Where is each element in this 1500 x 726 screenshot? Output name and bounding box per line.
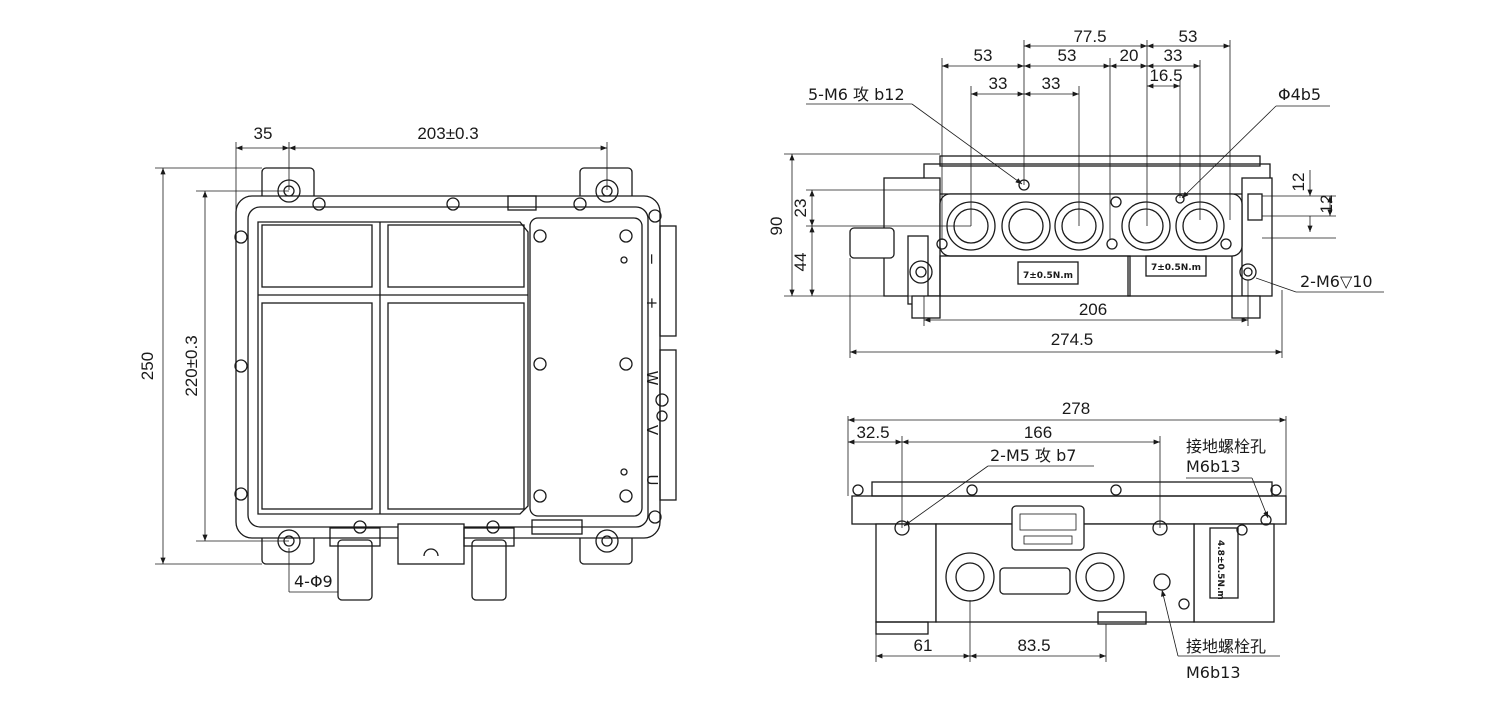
cover-panel-2 xyxy=(387,224,525,288)
cover-screws xyxy=(234,197,669,534)
center-bracket xyxy=(999,567,1071,595)
hose-clamp-right xyxy=(463,527,515,547)
callout-phi4: Φ4b5 xyxy=(1278,85,1321,104)
dim-61: 61 xyxy=(914,636,933,655)
cover-panel-3 xyxy=(261,302,373,510)
dim-166: 166 xyxy=(1024,423,1052,442)
top-view: − + W V U 35 203±0.3 250 220±0.3 4-Φ9 xyxy=(138,124,677,601)
dim-83-5: 83.5 xyxy=(1017,636,1050,655)
connector-latch xyxy=(423,548,439,557)
terminal-label-v: V xyxy=(643,425,661,436)
cover-panel-4 xyxy=(387,302,525,510)
cover-plate xyxy=(257,221,529,515)
end-foot-r xyxy=(1097,611,1147,625)
dim-278: 278 xyxy=(1062,399,1090,418)
bottom-tab xyxy=(531,519,583,535)
dim-203: 203±0.3 xyxy=(417,124,478,143)
torque-label-a: 7±0.5N.m xyxy=(1023,271,1073,281)
side-coolant-pipe xyxy=(849,227,895,259)
ground-label-bottom: 接地螺栓孔 xyxy=(1186,637,1266,656)
terminal-label-w: W xyxy=(643,371,661,386)
side-top-band xyxy=(923,163,1271,195)
dim-250: 250 xyxy=(138,352,157,380)
bottom-connector xyxy=(397,523,465,565)
cover-panel-1 xyxy=(261,224,373,288)
dim-33-c: 33 xyxy=(1164,46,1183,65)
side-foot-r xyxy=(1231,295,1261,319)
hole-callout: 4-Φ9 xyxy=(294,572,333,591)
terminal-label-pos: + xyxy=(643,297,661,310)
dim-220: 220±0.3 xyxy=(182,335,201,396)
dim-33-a: 33 xyxy=(989,74,1008,93)
torque-label-c: 4.8±0.5N.m xyxy=(1215,540,1225,600)
side-lower-panel xyxy=(939,255,1131,297)
torque-box-b xyxy=(1145,255,1207,277)
connector-pins xyxy=(1019,513,1077,545)
dim-23: 23 xyxy=(791,199,810,218)
side-lid xyxy=(939,155,1261,167)
ground-spec-top: M6b13 xyxy=(1186,457,1241,476)
side-block-1 xyxy=(659,225,677,337)
torque-box-a xyxy=(1017,261,1079,285)
hose-right xyxy=(471,539,507,601)
dim-44: 44 xyxy=(791,253,810,272)
ground-label-top: 接地螺栓孔 xyxy=(1186,437,1266,456)
dim-32-5: 32.5 xyxy=(856,423,889,442)
end-right-block xyxy=(1193,523,1275,623)
dim-53-b: 53 xyxy=(1058,46,1077,65)
side-block-2 xyxy=(659,349,677,501)
end-screws xyxy=(852,484,1282,610)
dim-90: 90 xyxy=(767,217,786,236)
top-connector xyxy=(507,195,537,211)
dim-12-a: 12 xyxy=(1289,173,1308,192)
dim-53-a: 53 xyxy=(974,46,993,65)
hose-left xyxy=(337,539,373,601)
hose-clamp-left xyxy=(329,527,381,547)
coolant-port-l xyxy=(945,552,995,602)
dim-20: 20 xyxy=(1120,46,1139,65)
torque-box-c xyxy=(1209,527,1239,599)
dim-77-5: 77.5 xyxy=(1073,27,1106,46)
dim-53-c: 53 xyxy=(1179,27,1198,46)
dim-206: 206 xyxy=(1079,300,1107,319)
end-left-block xyxy=(875,523,937,623)
side-view: 7±0.5N.m 7±0.5N.m 77.5 53 xyxy=(767,27,1384,358)
end-view: 4.8±0.5N.m 278 32.5 166 2-M5 攻 b7 接地螺栓孔 … xyxy=(847,399,1287,682)
dim-12-b: 12 xyxy=(1317,195,1336,214)
torque-label-b: 7±0.5N.m xyxy=(1151,263,1201,273)
end-foot-l xyxy=(875,621,929,635)
signal-connector xyxy=(1011,505,1085,551)
terminal-label-neg: − xyxy=(643,253,661,266)
side-foot-l xyxy=(911,295,941,319)
callout-m6: 5-M6 攻 b12 xyxy=(808,85,905,104)
dim-274-5: 274.5 xyxy=(1051,330,1094,349)
dim-16-5: 16.5 xyxy=(1149,66,1182,85)
coolant-port-r xyxy=(1075,552,1125,602)
callout-m6-10: 2-M6▽10 xyxy=(1300,272,1373,291)
dim-33-b: 33 xyxy=(1042,74,1061,93)
side-connector xyxy=(1247,193,1263,221)
terminal-label-u: U xyxy=(643,475,661,486)
dim-35: 35 xyxy=(254,124,273,143)
ground-spec-bottom: M6b13 xyxy=(1186,663,1241,682)
terminal-lid xyxy=(529,217,643,517)
callout-m5: 2-M5 攻 b7 xyxy=(990,446,1076,465)
hv-ports xyxy=(946,201,1225,251)
end-lid xyxy=(871,481,1273,497)
